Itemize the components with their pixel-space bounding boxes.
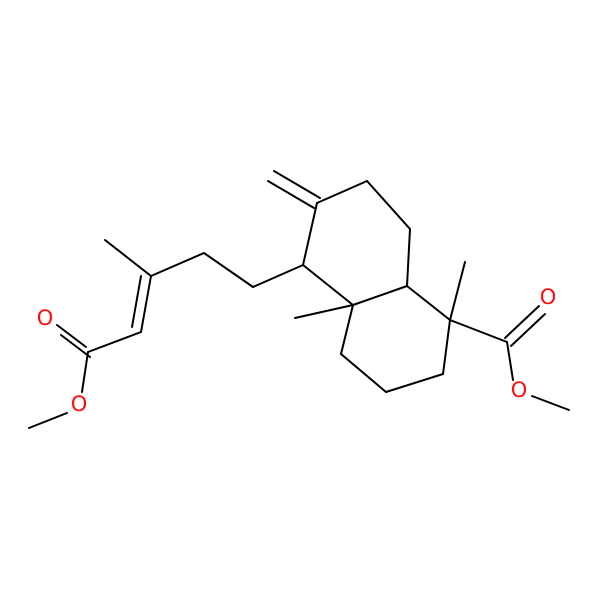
- bond: [442, 319, 451, 375]
- bond: [203, 252, 254, 288]
- bond: [252, 264, 304, 288]
- bond-lines: [28, 170, 570, 429]
- oxygen-label: O: [511, 378, 528, 402]
- bond: [273, 170, 321, 199]
- bond: [131, 275, 142, 328]
- bond: [56, 324, 87, 348]
- bond: [150, 252, 205, 277]
- bond: [340, 353, 387, 393]
- bond: [352, 285, 408, 306]
- bond: [302, 264, 354, 306]
- bond: [406, 228, 411, 287]
- bond: [104, 239, 152, 277]
- bond: [449, 261, 466, 321]
- bond: [87, 331, 142, 353]
- bond: [531, 395, 570, 411]
- bond: [267, 180, 315, 209]
- bond: [366, 180, 411, 230]
- bond: [302, 202, 318, 266]
- oxygen-label: O: [37, 306, 54, 330]
- bond: [294, 304, 354, 319]
- bond: [510, 313, 546, 347]
- oxygen-label: O: [540, 285, 557, 309]
- bond: [385, 373, 444, 393]
- bond: [406, 285, 451, 321]
- bond: [506, 341, 514, 381]
- bond: [60, 334, 91, 358]
- bond: [340, 304, 354, 355]
- bond: [28, 412, 68, 429]
- bond: [449, 319, 508, 343]
- bond: [504, 305, 540, 339]
- bond: [140, 275, 152, 333]
- atom-labels: O O O O: [37, 285, 557, 416]
- bond: [81, 351, 89, 393]
- oxygen-label: O: [71, 392, 88, 416]
- bond: [316, 180, 368, 204]
